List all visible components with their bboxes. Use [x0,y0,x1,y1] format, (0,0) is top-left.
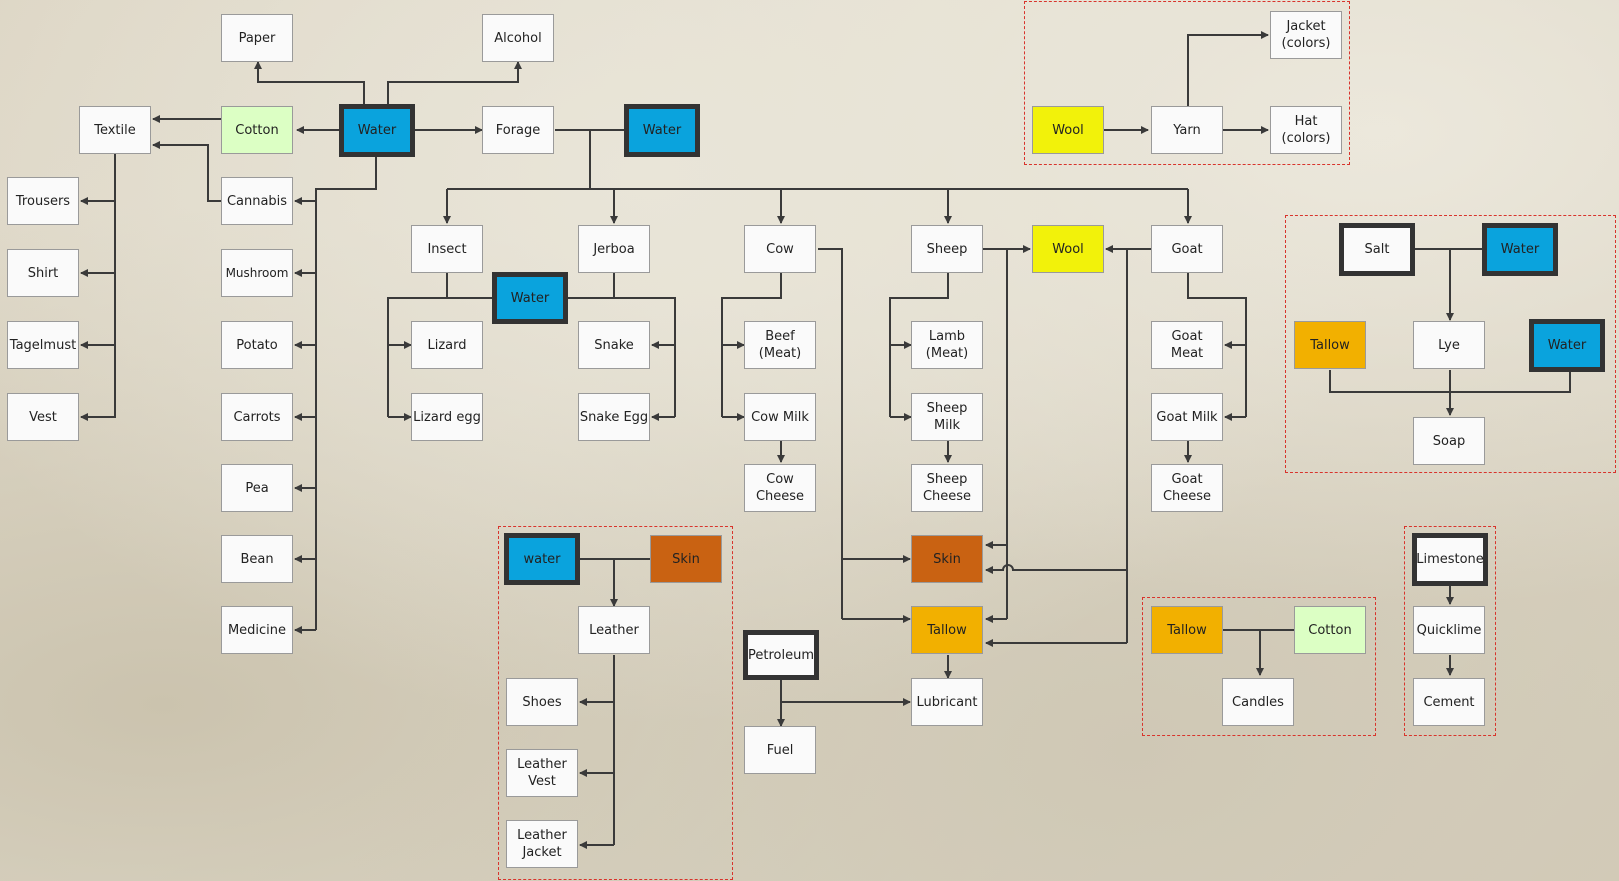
petroleum-node[interactable]: Petroleum [743,630,819,680]
textile-node[interactable]: Textile [79,106,151,154]
jacket-colors-node[interactable]: Jacket (colors) [1270,11,1342,59]
leather-node[interactable]: Leather [578,606,650,654]
goat-node[interactable]: Goat [1151,225,1223,273]
water-node-main[interactable]: Water [339,104,415,157]
leather-vest-node[interactable]: Leather Vest [506,749,578,797]
salt-node[interactable]: Salt [1339,223,1415,276]
lizard-egg-node[interactable]: Lizard egg [411,393,483,441]
tagelmust-node[interactable]: Tagelmust [7,321,79,369]
hat-colors-node[interactable]: Hat (colors) [1270,106,1342,154]
wool-node-mid[interactable]: Wool [1032,225,1104,273]
vest-node[interactable]: Vest [7,393,79,441]
water-node-leather[interactable]: water [504,533,580,585]
goat-milk-node[interactable]: Goat Milk [1151,393,1223,441]
sheep-node[interactable]: Sheep [911,225,983,273]
medicine-node[interactable]: Medicine [221,606,293,654]
fuel-node[interactable]: Fuel [744,726,816,774]
shirt-node[interactable]: Shirt [7,249,79,297]
cow-cheese-node[interactable]: Cow Cheese [744,464,816,512]
water-node-forage[interactable]: Water [624,104,700,157]
group-wool-yarn [1024,1,1350,165]
cow-node[interactable]: Cow [744,225,816,273]
sheep-milk-node[interactable]: Sheep Milk [911,393,983,441]
trousers-node[interactable]: Trousers [7,177,79,225]
soap-node[interactable]: Soap [1413,417,1485,465]
paper-node[interactable]: Paper [221,14,293,62]
skin-node-leather[interactable]: Skin [650,535,722,583]
goat-cheese-node[interactable]: Goat Cheese [1151,464,1223,512]
water-node-lye[interactable]: Water [1529,319,1605,372]
cannabis-node[interactable]: Cannabis [221,177,293,225]
group-candles [1142,597,1376,736]
quicklime-node[interactable]: Quicklime [1413,606,1485,654]
lye-node[interactable]: Lye [1413,321,1485,369]
sheep-cheese-node[interactable]: Sheep Cheese [911,464,983,512]
group-cement [1404,526,1496,736]
mushroom-node[interactable]: Mushroom [221,249,293,297]
jerboa-node[interactable]: Jerboa [578,225,650,273]
tallow-node-mid[interactable]: Tallow [911,606,983,654]
shoes-node[interactable]: Shoes [506,678,578,726]
cement-node[interactable]: Cement [1413,678,1485,726]
skin-node-mid[interactable]: Skin [911,535,983,583]
snake-node[interactable]: Snake [578,321,650,369]
cow-milk-node[interactable]: Cow Milk [744,393,816,441]
forage-node[interactable]: Forage [482,106,554,154]
lizard-node[interactable]: Lizard [411,321,483,369]
candles-node[interactable]: Candles [1222,678,1294,726]
cotton-node[interactable]: Cotton [221,106,293,154]
yarn-node[interactable]: Yarn [1151,106,1223,154]
wool-node-top[interactable]: Wool [1032,106,1104,154]
pea-node[interactable]: Pea [221,464,293,512]
water-node-insect[interactable]: Water [492,272,568,324]
group-soap [1285,215,1616,473]
lubricant-node[interactable]: Lubricant [911,678,983,726]
cotton-node-candle[interactable]: Cotton [1294,606,1366,654]
group-leather [498,526,733,880]
carrots-node[interactable]: Carrots [221,393,293,441]
lamb-node[interactable]: Lamb (Meat) [911,321,983,369]
limestone-node[interactable]: Limestone [1412,533,1488,586]
leather-jacket-node[interactable]: Leather Jacket [506,820,578,868]
tallow-node-candle[interactable]: Tallow [1151,606,1223,654]
insect-node[interactable]: Insect [411,225,483,273]
beef-node[interactable]: Beef (Meat) [744,321,816,369]
potato-node[interactable]: Potato [221,321,293,369]
alcohol-node[interactable]: Alcohol [482,14,554,62]
goat-meat-node[interactable]: Goat Meat [1151,321,1223,369]
snake-egg-node[interactable]: Snake Egg [578,393,650,441]
tallow-node-soap[interactable]: Tallow [1294,321,1366,369]
water-node-salt[interactable]: Water [1482,223,1558,276]
bean-node[interactable]: Bean [221,535,293,583]
